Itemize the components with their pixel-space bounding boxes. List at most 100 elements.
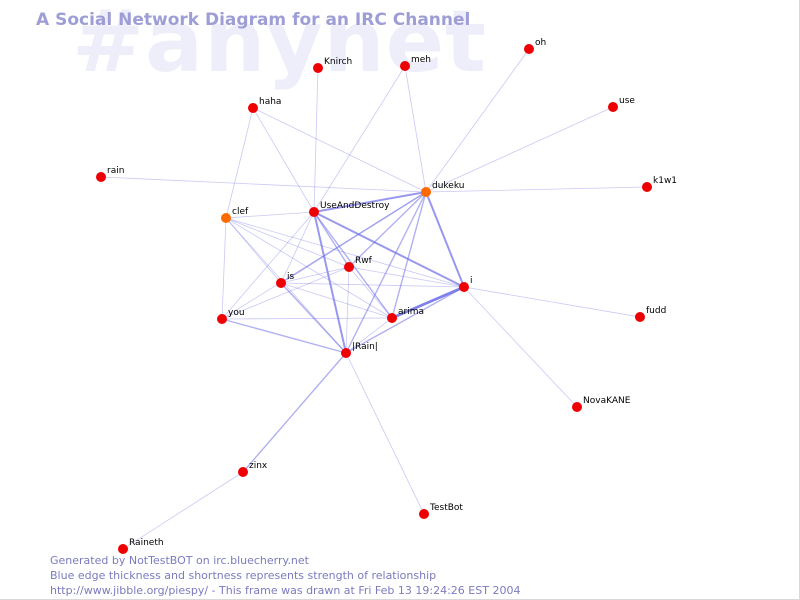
node-rain: rain [96, 166, 124, 182]
node-dot-haha [248, 103, 258, 113]
edge-rain-testbot [345, 352, 425, 515]
edge-dukeku-rain [345, 191, 427, 354]
footer-legend-note: Blue edge thickness and shortness repres… [50, 569, 437, 582]
edges-layer [100, 48, 648, 550]
node-rwf: Rwf [344, 256, 373, 272]
edge-useanddestroy-i [313, 211, 465, 288]
node-you: you [217, 308, 245, 324]
node-label-novakane: NovaKANE [583, 396, 631, 406]
node-useanddestroy: UseAndDestroy [309, 201, 390, 217]
edge-dukeku-rwf [348, 191, 427, 268]
node-dot-i [459, 282, 469, 292]
edge-clef-you [221, 217, 227, 320]
edge-rwf-arima [348, 266, 393, 319]
edge-i-is [280, 282, 465, 288]
edge-clef-is [225, 217, 282, 284]
node-label-fudd: fudd [646, 306, 666, 316]
edge-rwf-you [221, 266, 350, 320]
node-is: is [276, 272, 295, 288]
node-dot-k1w1 [642, 182, 652, 192]
channel-watermark: #anynet [72, 0, 488, 92]
node-label-use: use [619, 96, 635, 106]
node-dot-oh [524, 44, 534, 54]
edge-i-clef [225, 217, 465, 288]
edge-dukeku-rain [100, 176, 427, 193]
node-meh: meh [400, 55, 431, 71]
edge-clef-rwf [225, 217, 350, 268]
node-dot-use [608, 102, 618, 112]
edge-clef-arima [225, 217, 393, 319]
edge-i-fudd [463, 286, 641, 318]
edge-dukeku-meh [404, 65, 427, 193]
node-use: use [608, 96, 635, 112]
edge-dukeku-oh [425, 48, 530, 193]
node-haha: haha [248, 97, 281, 113]
edge-i-rain [345, 286, 465, 354]
edge-is-arima [280, 282, 393, 319]
edge-dukeku-arima [391, 191, 427, 319]
node-dot-rwf [344, 262, 354, 272]
node-k1w1: k1w1 [642, 176, 677, 192]
node-label-rain: rain [107, 166, 124, 176]
node-dot-useanddestroy [309, 207, 319, 217]
diagram-title: A Social Network Diagram for an IRC Chan… [36, 10, 471, 30]
node-label-you: you [228, 308, 245, 318]
node-knirch: Knirch [313, 57, 352, 73]
edge-useanddestroy-meh [313, 65, 406, 213]
node-dot-testbot [419, 509, 429, 519]
node-label-haha: haha [259, 97, 281, 107]
node-novakane: NovaKANE [572, 396, 631, 412]
node-raineth: Raineth [118, 538, 164, 554]
edge-rwf-rain [345, 266, 350, 354]
edge-rain-zinx [242, 352, 347, 473]
node-dot-meh [400, 61, 410, 71]
edge-useanddestroy-you [221, 211, 315, 320]
node-dot-zinx [238, 467, 248, 477]
node-dot-is [276, 278, 286, 288]
node-label-rwf: Rwf [355, 256, 373, 266]
node-dot-arima [387, 313, 397, 323]
node-dot-rain [96, 172, 106, 182]
edge-useanddestroy-is [280, 211, 315, 284]
node-arima: arima [387, 307, 424, 323]
node-label-testbot: TestBot [429, 503, 463, 513]
edge-i-arima [390, 285, 466, 320]
node-dot-fudd [635, 312, 645, 322]
node-label-dukeku: dukeku [432, 181, 464, 191]
edge-dukeku-useanddestroy [313, 191, 427, 213]
node-i: i [459, 276, 473, 292]
footer-generated-by: Generated by NotTestBOT on irc.bluecherr… [50, 554, 309, 567]
node-label-meh: meh [411, 55, 431, 65]
node-dukeku: dukeku [421, 181, 464, 197]
node-label-knirch: Knirch [324, 57, 352, 67]
node-dot-clef [221, 213, 231, 223]
node-dot-you [217, 314, 227, 324]
node-dot-novakane [572, 402, 582, 412]
node-label-zinx: zinx [249, 461, 268, 471]
node-fudd: fudd [635, 306, 666, 322]
edge-useanddestroy-haha [252, 107, 315, 213]
node-dot-rain [341, 348, 351, 358]
node-dot-dukeku [421, 187, 431, 197]
node-label-is: is [287, 272, 295, 282]
node-zinx: zinx [238, 461, 268, 477]
node-label-i: i [470, 276, 473, 286]
node-label-k1w1: k1w1 [653, 176, 677, 186]
edge-is-rain [280, 282, 347, 354]
node-rain: |Rain| [341, 342, 378, 358]
edge-dukeku-is [280, 191, 427, 284]
node-label-rain: |Rain| [352, 342, 378, 352]
edge-dukeku-i [425, 191, 465, 288]
edge-arima-rain [345, 317, 393, 354]
edge-useanddestroy-rain [313, 211, 347, 354]
edge-i-rwf [348, 266, 465, 288]
edge-dukeku-use [425, 106, 614, 193]
edge-useanddestroy-rwf [313, 211, 350, 268]
footer-url-timestamp: http://www.jibble.org/piespy/ - This fra… [50, 584, 521, 597]
edge-you-rain [221, 318, 347, 354]
edge-useanddestroy-clef [225, 211, 315, 219]
edge-useanddestroy-knirch [313, 67, 319, 213]
